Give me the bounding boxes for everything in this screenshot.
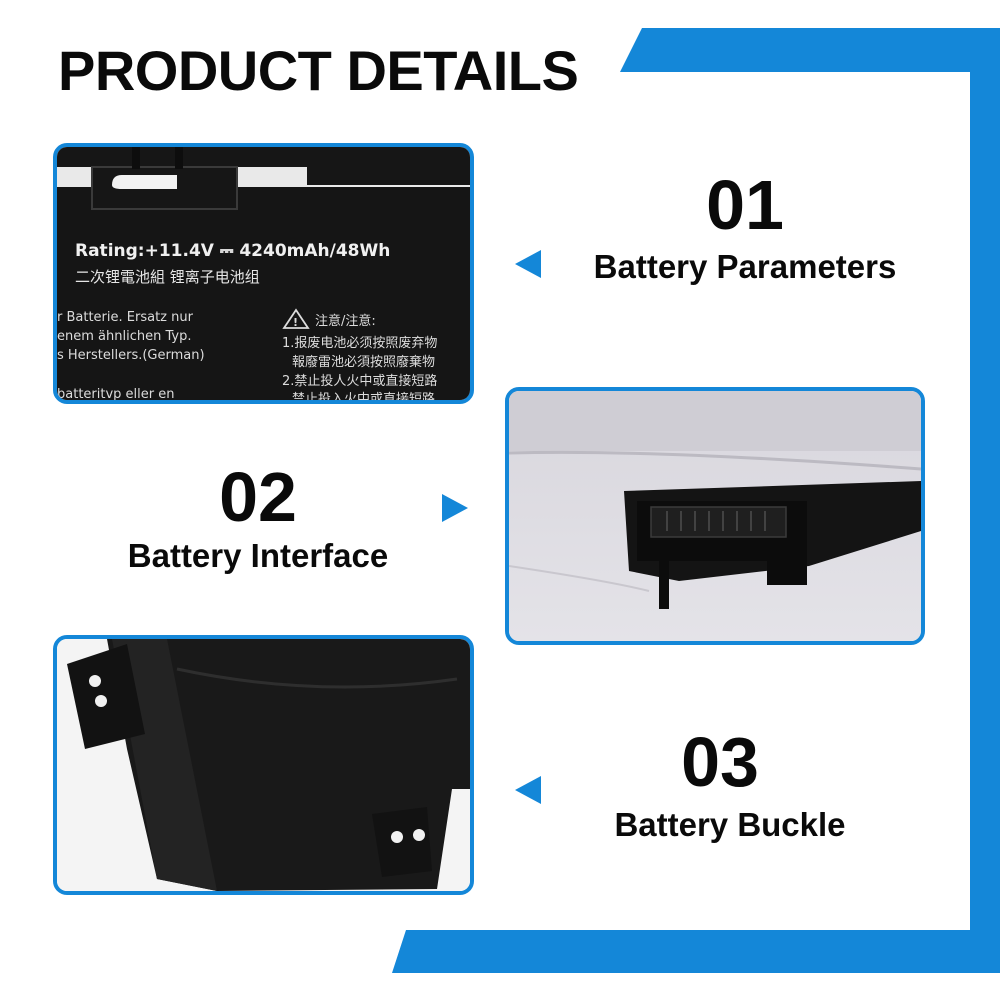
feature-3-caption: Battery Buckle (614, 806, 846, 843)
arrow-left-icon (515, 776, 541, 804)
cn-line-1: 1.报废电池必须按照废弃物 (282, 335, 437, 351)
german-line-4: batteritvp eller en (57, 387, 174, 400)
cn-line-3: 2.禁止投人火中或直接短路 (282, 373, 437, 389)
rating-text: Rating:+11.4V ⎓ 4240mAh/48Wh (75, 241, 390, 261)
feature-2-caption: Battery Interface (127, 537, 389, 574)
battery-buckle-photo (53, 635, 474, 895)
feature-1-caption: Battery Parameters (593, 248, 897, 285)
svg-text:!: ! (293, 316, 298, 329)
feature-1-number: 01 (706, 166, 784, 244)
chinese-line-text: 二次锂電池組 锂离子电池组 (75, 268, 260, 286)
battery-interface-photo (505, 387, 925, 645)
frame-top-bar (620, 28, 1000, 72)
feature-2-number: 02 (219, 458, 297, 536)
german-line-1: r Batterie. Ersatz nur (57, 310, 194, 325)
german-line-2: enem ähnlichen Typ. (57, 329, 191, 344)
frame-right-bar (970, 28, 1000, 973)
arrow-right-icon (442, 494, 468, 522)
warning-triangle-icon: ! (282, 308, 310, 329)
page-title: PRODUCT DETAILS (58, 39, 579, 102)
battery-parameters-photo: Rating:+11.4V ⎓ 4240mAh/48Wh 二次锂電池組 锂离子电… (53, 143, 474, 404)
cn-line-2: 報廢雷池必須按照廢棄物 (292, 355, 435, 370)
german-line-3: s Herstellers.(German) (57, 348, 205, 363)
caution-text: 注意/注意: (315, 313, 376, 329)
frame-bottom-bar (392, 930, 1000, 973)
cn-line-4: 禁止投入火中或直接短路 (292, 391, 435, 400)
feature-3-number: 03 (681, 723, 759, 801)
arrow-left-icon (515, 250, 541, 278)
